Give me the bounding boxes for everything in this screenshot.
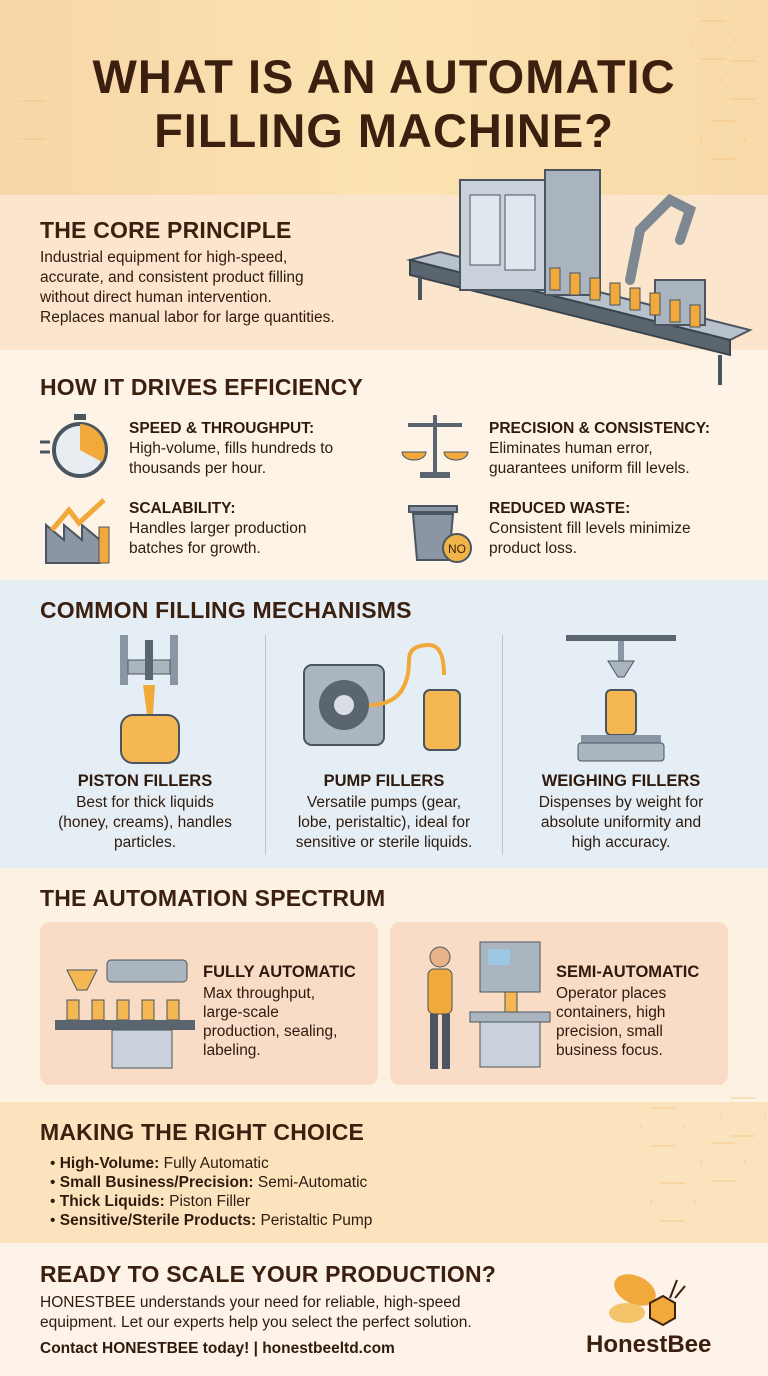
piston-filler-icon — [120, 635, 180, 764]
mechanisms-section: COMMON FILLING MECHANISMS PISTON FILLERS… — [0, 580, 768, 868]
list-item: Small Business/Precision: Semi-Automatic — [50, 1173, 372, 1192]
divider — [502, 635, 503, 855]
cta-heading: READY TO SCALE YOUR PRODUCTION? — [40, 1261, 497, 1287]
core-line: accurate, and consistent product filling — [40, 269, 304, 286]
list-item: Thick Liquids: Piston Filler — [50, 1192, 372, 1211]
choice-list: High-Volume: Fully Automatic Small Busin… — [50, 1154, 373, 1230]
logo-text: HonestBee — [586, 1331, 712, 1358]
list-item: High-Volume: Fully Automatic — [50, 1154, 372, 1173]
efficiency-item-precision: PRECISION & CONSISTENCY:Eliminates human… — [489, 420, 711, 477]
list-item: Sensitive/Sterile Products: Peristaltic … — [50, 1211, 373, 1230]
honestbee-logo-icon — [609, 1274, 686, 1327]
efficiency-section: HOW IT DRIVES EFFICIENCY SPEED & THROUGH… — [0, 350, 768, 580]
card-fully-automatic: FULLY AUTOMATIC Max throughput,large-sca… — [40, 922, 378, 1085]
core-heading: THE CORE PRINCIPLE — [40, 217, 292, 243]
operator-machine-icon — [427, 941, 551, 1069]
core-principle-section: THE CORE PRINCIPLE Industrial equipment … — [0, 195, 768, 350]
svg-text:NO: NO — [448, 542, 466, 556]
divider — [265, 635, 266, 855]
automation-section: THE AUTOMATION SPECTRUM FULLY AUTOMATIC … — [0, 868, 768, 1102]
mechanisms-heading: COMMON FILLING MECHANISMS — [40, 597, 412, 623]
pump-filler-icon — [303, 642, 461, 751]
contact-link[interactable]: Contact HONESTBEE today! | honestbeeltd.… — [40, 1340, 395, 1357]
automatic-line-icon — [55, 959, 195, 1069]
choice-heading: MAKING THE RIGHT CHOICE — [40, 1119, 365, 1145]
cta-line: equipment. Let our experts help you sele… — [40, 1314, 472, 1331]
weighing-filler-icon — [566, 635, 676, 762]
core-line: without direct human intervention. — [40, 289, 272, 306]
efficiency-item-waste: REDUCED WASTE:Consistent fill levels min… — [489, 500, 691, 557]
core-line: Industrial equipment for high-speed, — [40, 249, 288, 266]
cta-section: READY TO SCALE YOUR PRODUCTION? HONESTBE… — [0, 1243, 768, 1376]
core-line: Replaces manual labor for large quantiti… — [40, 309, 335, 326]
factory-growth-icon — [45, 498, 110, 564]
choice-section: MAKING THE RIGHT CHOICE High-Volume: Ful… — [0, 1097, 768, 1243]
scale-icon — [401, 415, 469, 478]
efficiency-item-speed: SPEED & THROUGHPUT:High-volume, fills hu… — [129, 420, 334, 477]
efficiency-heading: HOW IT DRIVES EFFICIENCY — [40, 374, 363, 400]
automation-heading: THE AUTOMATION SPECTRUM — [40, 885, 386, 911]
filling-machine-illustration — [406, 169, 753, 385]
trash-no-icon: NO — [408, 505, 472, 563]
stopwatch-icon — [40, 414, 108, 478]
cta-line: HONESTBEE understands your need for reli… — [40, 1294, 461, 1311]
